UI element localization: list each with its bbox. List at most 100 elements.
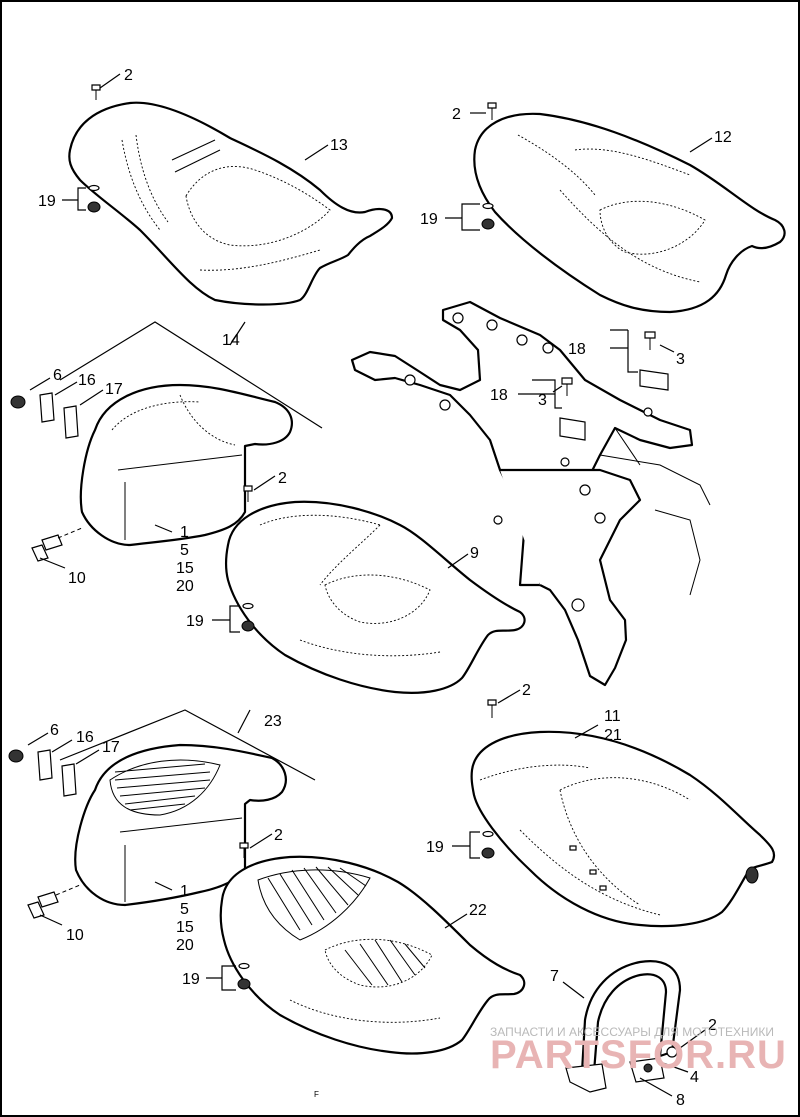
callout-16: 16	[76, 729, 94, 746]
bracket-19b	[445, 203, 480, 231]
leader-3a	[659, 344, 675, 353]
screw-2-seat-9	[243, 485, 253, 502]
leader-2d	[249, 833, 273, 849]
seat-12	[473, 112, 786, 314]
seat-9	[225, 500, 526, 694]
callout-18: 18	[568, 341, 586, 358]
callout-2: 2	[708, 1017, 717, 1034]
bracket-19a	[62, 187, 86, 211]
callout-12: 12	[714, 129, 732, 146]
screw-2-seat-11	[487, 699, 497, 718]
leader-2a	[99, 73, 121, 89]
leader-23	[237, 709, 251, 734]
leader-14	[229, 321, 246, 346]
leader-2f	[679, 1029, 706, 1049]
backrest-14	[59, 321, 323, 547]
screw-3-upper	[644, 331, 656, 350]
callout-1: 1	[180, 883, 189, 900]
leader-1a	[154, 524, 173, 533]
leader-6a	[29, 377, 51, 391]
hardware-6-16-17-lower	[8, 749, 77, 797]
callout-2: 2	[274, 827, 283, 844]
callout-19: 19	[426, 839, 444, 856]
watermark-caption: ЗАПЧАСТИ И АКСЕССУАРЫ ДЛЯ МОТОТЕХНИКИ	[490, 1025, 774, 1039]
callout-13: 13	[330, 137, 348, 154]
leader-6b	[27, 732, 49, 746]
dash-10a	[57, 527, 83, 539]
callout-2: 2	[124, 67, 133, 84]
callout-11: 11	[604, 708, 621, 725]
callout-19: 19	[420, 211, 438, 228]
callout-19: 19	[182, 971, 200, 988]
callout-10: 10	[68, 570, 86, 587]
leader-13	[304, 144, 329, 161]
fastener-19-top-left	[87, 184, 101, 213]
bracket-18a	[610, 329, 638, 373]
leader-17b	[75, 749, 100, 765]
leader-11	[574, 724, 599, 739]
leader-9	[447, 553, 469, 569]
seat-11-21	[470, 730, 776, 928]
callout-16: 16	[78, 372, 96, 389]
fastener-19-seat-22	[237, 962, 251, 990]
callout-10: 10	[66, 927, 84, 944]
callout-2: 2	[522, 682, 531, 699]
callout-22: 22	[469, 902, 487, 919]
leader-10a	[39, 557, 66, 569]
sissy-bar-7	[565, 960, 682, 1093]
screw-2-top-right	[487, 102, 497, 120]
callout-1: 1	[180, 524, 189, 541]
bolt-10-upper	[31, 534, 63, 562]
callout-3: 3	[538, 392, 547, 409]
callout-23: 23	[264, 713, 282, 730]
callout-9: 9	[470, 545, 479, 562]
leader-16b	[51, 739, 73, 753]
footer-mark: F	[314, 1090, 319, 1099]
motorcycle-frame	[350, 300, 711, 687]
dash-10b	[55, 884, 81, 896]
fastener-19-top-right	[481, 202, 495, 230]
callout-4: 4	[690, 1069, 699, 1086]
callout-18: 18	[490, 387, 508, 404]
backrest-23	[59, 709, 316, 907]
callout-2: 2	[452, 106, 461, 123]
bracket-19e	[452, 831, 480, 859]
callout-19: 19	[186, 613, 204, 630]
leader-17a	[79, 389, 104, 406]
leader-8	[639, 1077, 673, 1097]
leader-2c	[253, 475, 276, 491]
callout-2: 2	[278, 470, 287, 487]
callout-19: 19	[38, 193, 56, 210]
screw-3-lower	[561, 377, 573, 396]
callout-17: 17	[102, 739, 120, 756]
leader-12	[689, 137, 713, 153]
leader-7	[562, 981, 585, 999]
callout-8: 8	[676, 1092, 685, 1109]
callout-6: 6	[53, 367, 62, 384]
callout-15: 15	[176, 919, 194, 936]
leader-22	[444, 913, 468, 929]
leader-2e	[497, 689, 521, 704]
callout-21: 21	[604, 727, 622, 744]
bracket-19c	[212, 605, 240, 633]
hardware-6-16-17-upper	[10, 392, 79, 439]
leader-10b	[39, 914, 63, 926]
leader-3b	[552, 385, 563, 393]
callout-20: 20	[176, 937, 194, 954]
bolt-10-lower	[27, 891, 59, 919]
callout-5: 5	[180, 901, 189, 918]
leader-16a	[54, 381, 78, 396]
callout-15: 15	[176, 560, 194, 577]
callout-20: 20	[176, 578, 194, 595]
fastener-19-seat-11	[481, 830, 495, 859]
callout-3: 3	[676, 351, 685, 368]
callout-6: 6	[50, 722, 59, 739]
callout-5: 5	[180, 542, 189, 559]
seat-22	[219, 855, 526, 1055]
callout-7: 7	[550, 968, 559, 985]
bracket-18b	[518, 379, 562, 409]
callout-14: 14	[222, 332, 240, 349]
screw-2-seat-22	[239, 842, 249, 858]
